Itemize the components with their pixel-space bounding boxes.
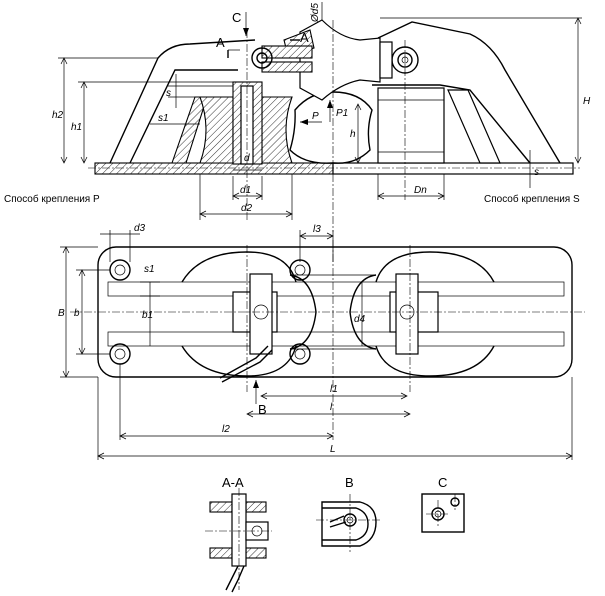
caption-section-aa: А-А (222, 475, 244, 490)
dim-s1-plan: s1 (144, 264, 155, 275)
dim-l: l (330, 402, 333, 413)
dim-d2: d2 (241, 203, 253, 214)
right-roller (377, 87, 445, 164)
bolt-hole-bc (289, 343, 311, 365)
bolt-hole-tl (109, 259, 131, 281)
view-b-marker: B (258, 402, 267, 417)
pin-left (251, 47, 273, 69)
plan-right-roller (375, 251, 495, 377)
dim-d1: d1 (240, 185, 251, 196)
note-mount-p: Способ крепления Р (4, 193, 100, 205)
dim-H: H (583, 96, 591, 107)
dim-s-left: s (166, 88, 171, 99)
dim-h-small: h (350, 129, 356, 140)
caption-view-c: С (438, 475, 447, 490)
plan-bar-top (107, 281, 565, 297)
dim-d5: Ød5 (310, 3, 321, 23)
left-roller-section (199, 96, 234, 164)
plan-bar-bottom (107, 331, 565, 347)
plan-view: d3 s1 b1 B b d4 l3 l1 l (58, 223, 585, 460)
dim-s-right: s (534, 167, 539, 178)
force-P: P (312, 111, 319, 122)
bolt-hole-tc (289, 259, 311, 281)
view-c-detail: С (421, 475, 465, 533)
dim-B: B (58, 308, 65, 319)
section-a-marker-right: A (300, 30, 309, 45)
left-cheek (171, 96, 208, 164)
dim-h1: h1 (71, 122, 82, 133)
dim-L: L (330, 444, 336, 455)
plan-handle (219, 345, 273, 383)
section-aa-detail: А-А (205, 475, 272, 593)
upper-roller (299, 19, 381, 101)
dim-d4: d4 (354, 314, 366, 325)
view-c-marker: C (232, 10, 241, 25)
right-cheek (447, 89, 501, 164)
dim-s1-front: s1 (158, 113, 169, 124)
dim-d: d (244, 153, 250, 164)
view-b-detail: В (316, 475, 382, 552)
dim-l1: l1 (330, 384, 338, 395)
dim-l3: l3 (313, 224, 321, 235)
dim-b: b (74, 308, 80, 319)
note-mount-s: Способ крепления S (484, 193, 580, 205)
base-plate-right (332, 162, 574, 175)
dim-Dn: Dn (414, 185, 427, 196)
dim-b1: b1 (142, 310, 153, 321)
dim-h2: h2 (52, 110, 64, 121)
force-P1: P1 (336, 108, 348, 119)
section-a-marker: A (216, 35, 225, 50)
bolt-hole-bl (109, 343, 131, 365)
dim-d3: d3 (134, 223, 146, 234)
right-housing (377, 21, 561, 164)
caption-view-b: В (345, 475, 354, 490)
base-plate (94, 162, 334, 175)
left-housing (109, 39, 256, 164)
dim-l2: l2 (222, 424, 230, 435)
front-view: H s h2 h1 s s1 h P P1 d (4, 2, 591, 232)
